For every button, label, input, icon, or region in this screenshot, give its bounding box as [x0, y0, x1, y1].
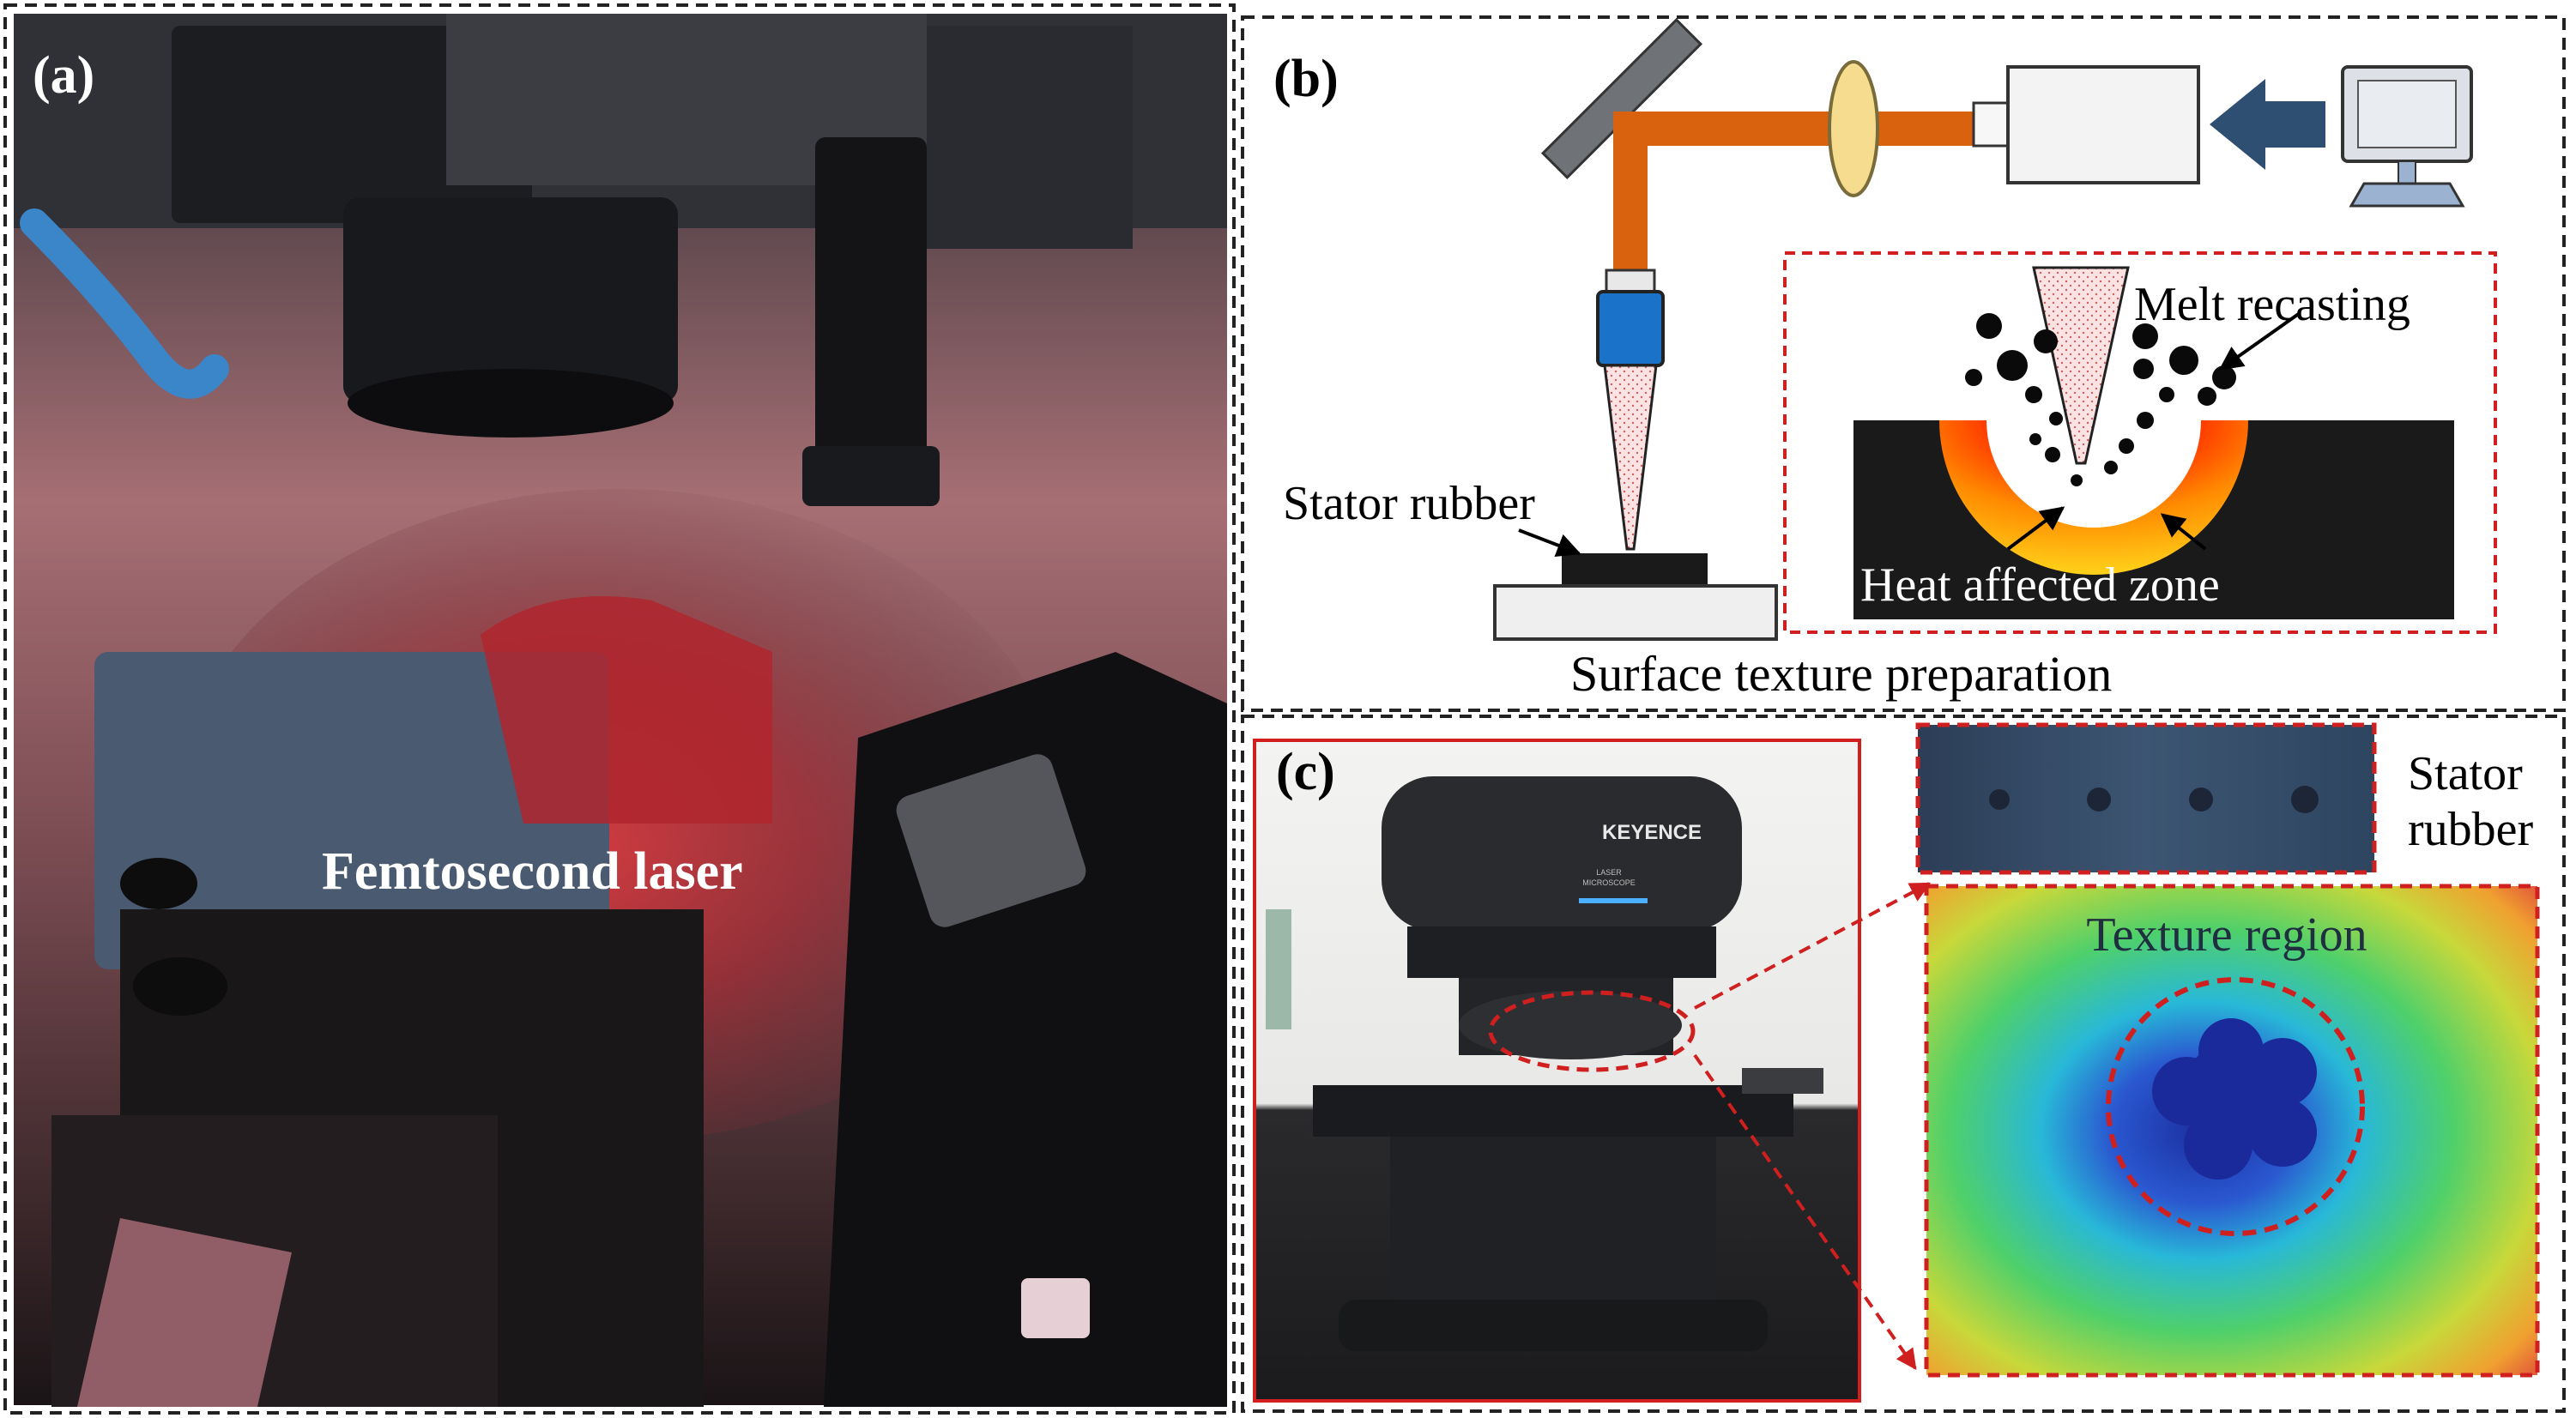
panel-b-label: (b) [1273, 50, 1339, 108]
status-light [1579, 898, 1648, 903]
texture-dots [1989, 786, 2319, 813]
focusing-lens [1828, 60, 1879, 197]
stator-rubber-label: Stator rubber [1283, 477, 1535, 530]
stator-rubber-arrow [1518, 528, 1581, 557]
sample-stage [1493, 584, 1778, 641]
panel-b: (b) Stator rubber [1241, 15, 2566, 712]
panel-a-border [3, 3, 1236, 1415]
heat-affected-zone-label: Heat affected zone [1860, 558, 2220, 612]
stator-label-line2: rubber [2408, 803, 2534, 856]
panel-c-label: (c) [1276, 743, 1335, 801]
haz-arrow-left [2006, 506, 2065, 551]
panel-a-label: (a) [33, 46, 94, 105]
texture-highlight-circle [2106, 977, 2365, 1236]
melt-recasting-label: Melt recasting [2134, 278, 2410, 331]
computer-icon [2341, 65, 2473, 208]
laser-source-box [2006, 65, 2200, 184]
surface-texture-caption: Surface texture preparation [1570, 646, 2112, 702]
connector-arrow-bottom [1693, 1053, 1917, 1370]
melt-particles [1965, 313, 2236, 486]
texture-region-label: Texture region [2086, 908, 2367, 962]
stator-rubber-sample [1562, 553, 1708, 586]
laser-microscope [1266, 776, 1823, 1351]
inset-beam-cone [2032, 266, 2130, 465]
brand-sub-microscope: MICROSCOPE [1582, 878, 1636, 887]
panel-b-border [1241, 15, 2566, 712]
femtosecond-laser-caption: Femtosecond laser [322, 842, 743, 901]
ablation-crater [1986, 420, 2201, 528]
stage-highlight [1488, 990, 1696, 1072]
objective-lens [1596, 290, 1665, 367]
laser-photo [14, 14, 1227, 1407]
laser-beam-path [1613, 112, 1978, 275]
connector-arrow-top [1694, 882, 1932, 1010]
panel-c: KEYENCE LASER MICROSCOPE (c) Stator rubb… [1241, 715, 2566, 1413]
texture-flower [2152, 1018, 2317, 1180]
panel-a: (a) Femtosecond laser [3, 3, 1236, 1415]
brand-sub-laser: LASER [1596, 868, 1622, 877]
haz-arrow-right [2160, 513, 2207, 551]
melt-arrow [2218, 311, 2301, 371]
control-arrow [2210, 79, 2325, 170]
focused-beam-cone [1603, 364, 1658, 551]
panel-c-border [1241, 715, 2566, 1413]
brand-logo: KEYENCE [1602, 821, 1702, 844]
stator-label-line1: Stator [2408, 747, 2523, 800]
ablation-inset [1853, 266, 2454, 619]
mirror [1540, 17, 1703, 180]
